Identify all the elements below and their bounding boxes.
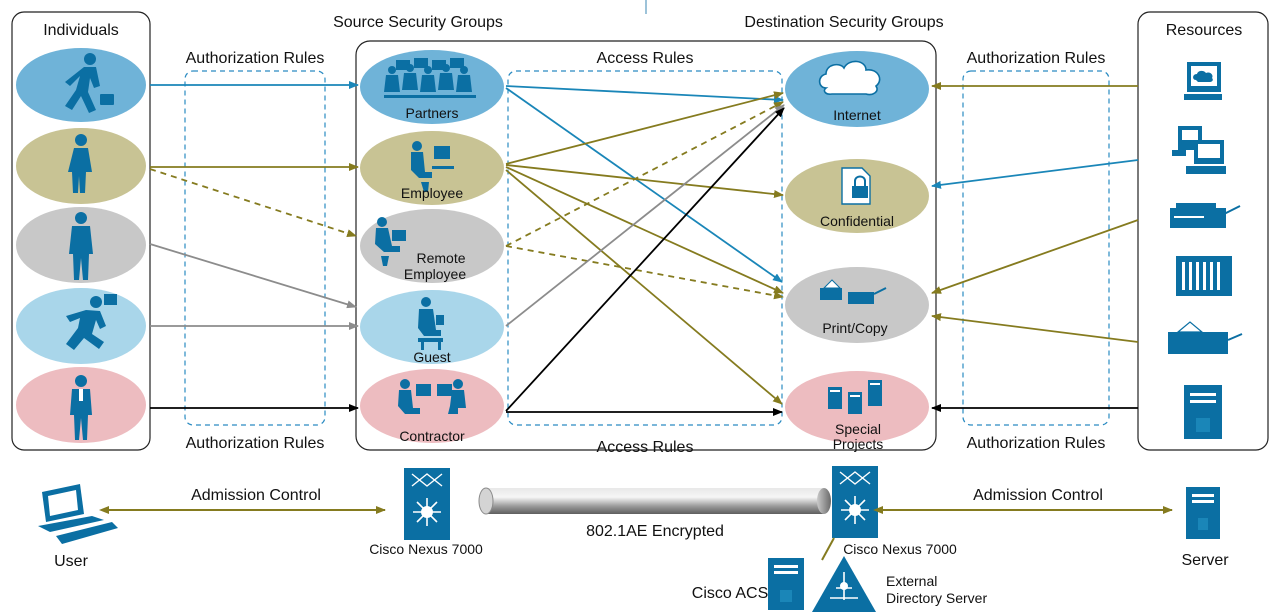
source-group-label: Guest — [413, 349, 450, 365]
authorization-rules-label: Authorization Rules — [186, 50, 325, 67]
copier-icon — [1168, 321, 1243, 354]
acs-server-icon — [768, 558, 804, 610]
remote-worker-icon — [375, 217, 406, 266]
guest-worker-icon — [418, 297, 444, 350]
encrypted-label: 802.1AE Encrypted — [586, 523, 724, 540]
access-rules-box — [507, 70, 783, 426]
individual-man — [16, 367, 146, 443]
destination-group-special-projects: Special Projects — [785, 371, 929, 452]
directory-server-label: External — [886, 573, 937, 589]
authorization-arrow-dashed — [149, 168, 357, 238]
cisco-acs-label: Cisco ACS — [692, 585, 768, 602]
destination-group-label: Confidential — [820, 213, 894, 229]
access-arrow — [505, 85, 784, 104]
woman-icon — [68, 134, 92, 193]
authorization-rules-label: Authorization Rules — [967, 50, 1106, 67]
access-arrow-dashed — [505, 245, 784, 300]
authorization-rules-box-right — [962, 70, 1110, 426]
source-group-label: Remote — [416, 250, 465, 266]
authorization-rules-label: Authorization Rules — [186, 435, 325, 452]
destination-group-confidential: Confidential — [785, 159, 929, 233]
printers-icon — [820, 279, 887, 304]
individuals-heading: Individuals — [43, 22, 119, 39]
directory-server-icon — [812, 556, 876, 612]
individual-running-businessman — [16, 48, 146, 122]
nexus-switch-icon — [832, 466, 878, 538]
nexus-switch-label: Cisco Nexus 7000 — [843, 541, 957, 557]
man-in-suit-icon — [69, 212, 93, 280]
security-groups-panel — [355, 40, 937, 451]
encrypted-link-tube — [478, 487, 831, 515]
access-arrow — [505, 164, 784, 199]
individual-woman — [16, 128, 146, 204]
mainframe-icon — [1176, 256, 1232, 296]
source-group-label: Employee — [404, 266, 466, 282]
source-group-partners: Partners — [360, 50, 504, 124]
access-arrow — [505, 107, 785, 412]
authorization-arrow — [931, 159, 1139, 189]
source-group-label: Contractor — [399, 428, 465, 444]
server-icon — [1186, 487, 1220, 539]
destination-group-internet: Internet — [785, 51, 929, 127]
destination-group-label: Special — [835, 421, 881, 437]
nexus-switch-icon — [404, 468, 450, 540]
destination-group-label: Projects — [833, 436, 884, 452]
running-man-icon — [66, 294, 117, 350]
authorization-arrow — [931, 219, 1139, 294]
access-rules-label: Access Rules — [597, 50, 694, 67]
access-arrow — [505, 91, 784, 165]
worker-at-desk-icon — [411, 141, 454, 192]
destination-groups-heading: Destination Security Groups — [744, 14, 943, 31]
individual-man-suit — [16, 207, 146, 283]
server-label: Server — [1181, 552, 1229, 569]
locked-document-icon — [841, 167, 871, 205]
admission-control-label: Admission Control — [973, 487, 1103, 504]
nexus-switch-label: Cisco Nexus 7000 — [369, 541, 483, 557]
authorization-arrow — [149, 243, 357, 309]
destination-group-print-copy: Print/Copy — [785, 267, 929, 343]
individual-running-man — [16, 288, 146, 364]
workstation-icon — [1172, 126, 1226, 174]
acs-connector-line — [821, 537, 835, 561]
access-rules-label: Access Rules — [597, 439, 694, 456]
printer-icon — [1170, 203, 1241, 228]
source-group-guest: Guest — [360, 290, 504, 365]
contractors-icon — [398, 379, 466, 414]
user-computer-icon — [38, 484, 118, 544]
access-arrow-dashed — [505, 101, 784, 247]
directory-server-label: Directory Server — [886, 590, 987, 606]
server-icon — [1184, 385, 1222, 439]
destination-group-label: Print/Copy — [822, 320, 887, 336]
source-groups-heading: Source Security Groups — [333, 14, 503, 31]
source-group-label: Employee — [401, 185, 463, 201]
man-icon — [70, 375, 92, 440]
resources-heading: Resources — [1166, 22, 1242, 39]
source-group-remote-employee: Remote Employee — [360, 209, 504, 283]
authorization-arrow — [931, 313, 1139, 343]
servers-icon — [828, 380, 882, 414]
access-arrow — [505, 104, 785, 327]
source-group-contractor: Contractor — [360, 369, 504, 444]
source-group-employee: Employee — [360, 131, 504, 205]
group-of-workers-icon — [384, 58, 476, 98]
user-label: User — [54, 553, 88, 570]
access-arrow — [505, 166, 784, 294]
source-group-label: Partners — [406, 105, 459, 121]
running-businessman-icon — [65, 53, 114, 113]
authorization-rules-box-left — [184, 70, 326, 426]
access-arrow — [505, 87, 783, 283]
access-arrow — [505, 169, 783, 405]
destination-group-label: Internet — [833, 107, 881, 123]
computer-cloud-icon — [1184, 62, 1222, 100]
cloud-icon — [818, 60, 881, 96]
authorization-rules-label: Authorization Rules — [967, 435, 1106, 452]
admission-control-label: Admission Control — [191, 487, 321, 504]
